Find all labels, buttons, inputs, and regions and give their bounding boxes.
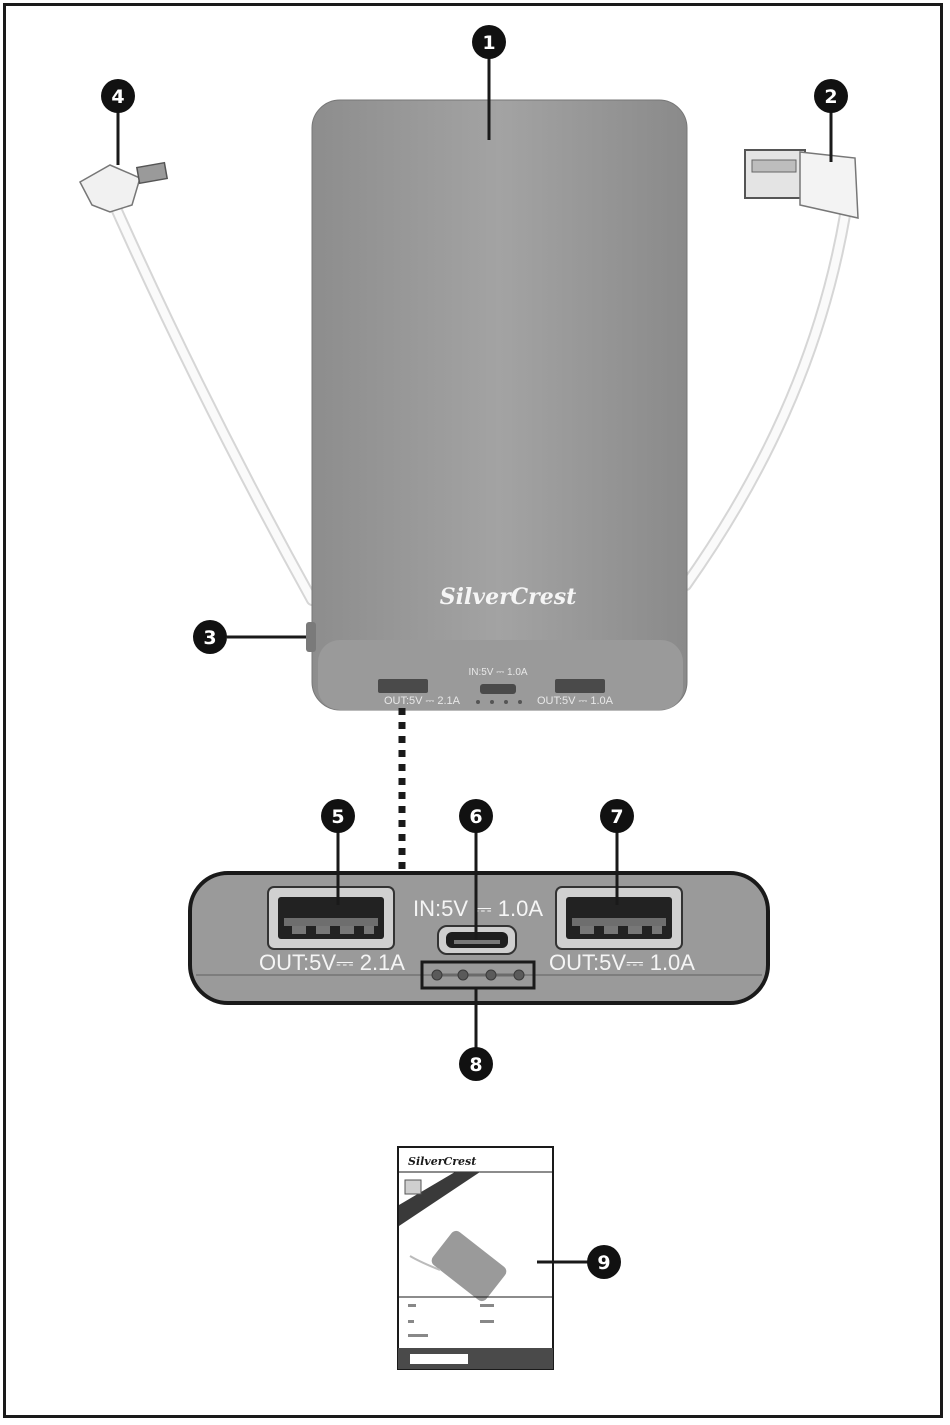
usb-port-left bbox=[268, 887, 394, 949]
callout-1: 1 bbox=[472, 25, 506, 59]
usb-port-right bbox=[556, 887, 682, 949]
svg-text:5: 5 bbox=[331, 806, 344, 828]
callout-7: 7 bbox=[600, 799, 634, 833]
usb-a-cable bbox=[686, 150, 858, 585]
callout-8: 8 bbox=[459, 1047, 493, 1081]
ports-detail-view: IN:5V ⎓ 1.0A OUT:5V⎓ 2.1A OUT:5V⎓ 1.0A bbox=[190, 873, 768, 1003]
device-out-right-label: OUT:5V ⎓ 1.0A bbox=[537, 695, 614, 707]
device-brand: SilverCrest bbox=[440, 584, 577, 610]
svg-text:3: 3 bbox=[203, 627, 216, 649]
callout-5: 5 bbox=[321, 799, 355, 833]
svg-text:2: 2 bbox=[824, 86, 837, 108]
detail-out-left-label: OUT:5V⎓ 2.1A bbox=[259, 950, 405, 975]
detail-out-right-label: OUT:5V⎓ 1.0A bbox=[549, 950, 695, 975]
micro-usb-cable bbox=[80, 163, 312, 600]
device-out-left-label: OUT:5V ⎓ 2.1A bbox=[384, 695, 461, 707]
callout-4: 4 bbox=[101, 79, 135, 113]
detail-in-label: IN:5V ⎓ 1.0A bbox=[413, 896, 543, 921]
svg-text:8: 8 bbox=[469, 1054, 482, 1076]
svg-text:9: 9 bbox=[597, 1252, 610, 1274]
manual-thumbnail: SilverCrest bbox=[398, 1147, 553, 1369]
svg-text:7: 7 bbox=[610, 806, 623, 828]
callout-3: 3 bbox=[193, 620, 227, 654]
svg-text:4: 4 bbox=[111, 86, 124, 108]
svg-text:6: 6 bbox=[469, 806, 482, 828]
callout-2: 2 bbox=[814, 79, 848, 113]
power-button bbox=[306, 622, 316, 652]
callout-6: 6 bbox=[459, 799, 493, 833]
manual-brand: SilverCrest bbox=[408, 1155, 476, 1168]
device-in-label: IN:5V ⎓ 1.0A bbox=[468, 667, 527, 678]
power-bank: SilverCrest OUT:5V ⎓ 2.1A IN:5V ⎓ 1.0A O… bbox=[306, 100, 687, 710]
callout-9: 9 bbox=[587, 1245, 621, 1279]
svg-text:1: 1 bbox=[482, 32, 495, 54]
